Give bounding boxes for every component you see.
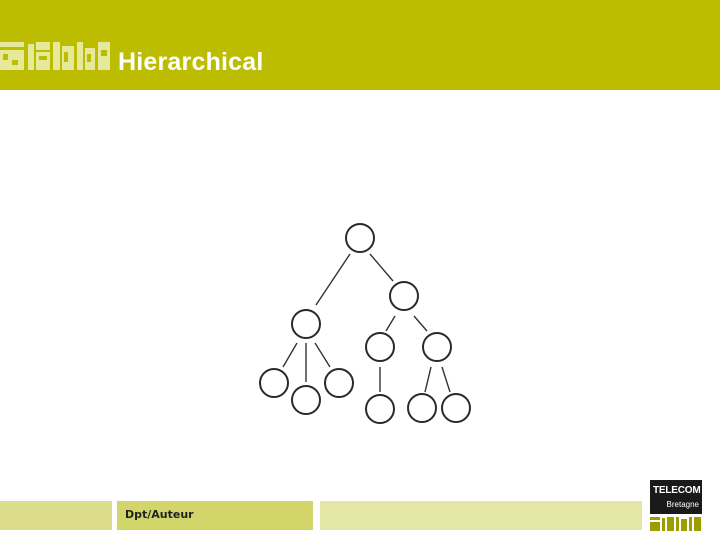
- tree-node-root: [345, 223, 375, 253]
- school-logo-icon: [0, 42, 110, 70]
- footer-right-bar: [320, 501, 642, 530]
- tree-node-level3-b: [407, 393, 437, 423]
- edge-n2-n2b: [413, 315, 428, 332]
- slide-title: Hierarchical: [118, 48, 264, 76]
- tree-node-level2-e: [422, 332, 452, 362]
- edge-root-n1: [315, 253, 351, 306]
- telecom-bretagne-logo: TELECOM Bretagne: [650, 480, 702, 534]
- edge-n2b-n2b2: [441, 366, 451, 393]
- brand-mark-icon: [650, 517, 701, 531]
- tree-node-level2-a: [259, 368, 289, 398]
- footer-left-bar: [0, 501, 112, 530]
- edge-n1-n1a: [282, 342, 298, 368]
- edge-root-n2: [369, 253, 394, 282]
- brand-subname: Bretagne: [666, 500, 699, 509]
- edge-n2b-n2b1: [424, 366, 432, 393]
- tree-node-level2-b: [291, 385, 321, 415]
- tree-node-level3-a: [365, 394, 395, 424]
- tree-node-level3-c: [441, 393, 471, 423]
- tree-node-level2-d: [365, 332, 395, 362]
- tree-node-level1-right: [389, 281, 419, 311]
- footer-author-label: Dpt/Auteur: [125, 508, 194, 521]
- brand-box: TELECOM Bretagne: [650, 480, 702, 514]
- footer-author-bar: Dpt/Auteur: [117, 501, 313, 530]
- tree-node-level2-c: [324, 368, 354, 398]
- header-band: Hierarchical: [0, 0, 720, 90]
- edge-n2-n2a: [385, 315, 396, 332]
- edge-n1-n1c: [314, 342, 331, 368]
- hierarchy-tree-diagram: [259, 223, 471, 424]
- brand-name: TELECOM: [653, 485, 701, 496]
- tree-node-level1-left: [291, 309, 321, 339]
